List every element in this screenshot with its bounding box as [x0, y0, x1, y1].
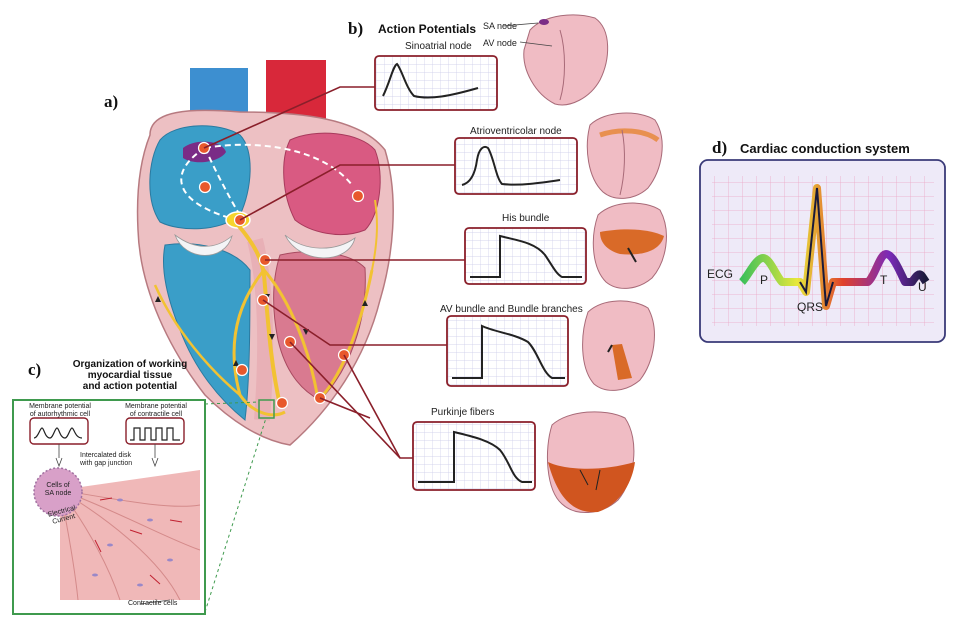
contractile-cells-label: Contractile cells	[128, 600, 177, 608]
ecg-panel	[700, 160, 945, 342]
tissue-title: Organization of working myocardial tissu…	[50, 359, 210, 392]
ap-box-branches	[447, 316, 568, 386]
sa-cells-label: Cells of SA node	[40, 482, 76, 498]
small-heart-sa	[503, 15, 608, 105]
ap-box-atrioventricular	[455, 138, 577, 194]
ecg-qrs-label: QRS	[797, 300, 823, 314]
contractile-ap-label-line1: Membrane potential	[120, 403, 192, 411]
autorhythmic-label: Membrane potential of autorhythmic cell	[24, 403, 96, 419]
sa-cells-label-line2: SA node	[40, 490, 76, 498]
ap-box-sinoatrial	[375, 56, 497, 110]
contractile-ap-label-line2: of contractile cell	[120, 411, 192, 419]
intercalated-disk-label: Intercalated disk with gap junction	[80, 452, 150, 468]
ecg-p-label: P	[760, 273, 768, 287]
ap-box-his	[465, 228, 586, 284]
tissue-title-line1: Organization of working	[50, 359, 210, 370]
small-heart-av	[587, 113, 662, 198]
ecg-t-label: T	[880, 273, 887, 287]
autorhythmic-label-line1: Membrane potential	[24, 403, 96, 411]
small-heart-his	[593, 203, 666, 288]
intercalated-disk-label-line1: Intercalated disk	[80, 452, 150, 460]
intercalated-disk-label-line2: with gap junction	[80, 460, 150, 468]
sa-cells-label-line1: Cells of	[40, 482, 76, 490]
tissue-title-line2: myocardial tissue	[50, 370, 210, 381]
tissue-title-line3: and action potential	[50, 381, 210, 392]
left-atrium	[284, 133, 381, 234]
ecg-label: ECG	[707, 267, 733, 281]
small-heart-branches	[583, 301, 655, 390]
ecg-u-label: U	[918, 280, 927, 294]
ap-box-purkinje	[413, 422, 535, 490]
tissue-panel	[13, 400, 266, 614]
autorhythmic-label-line2: of autorhythmic cell	[24, 411, 96, 419]
small-heart-purkinje	[547, 412, 635, 513]
contractile-ap-label: Membrane potential of contractile cell	[120, 403, 192, 419]
